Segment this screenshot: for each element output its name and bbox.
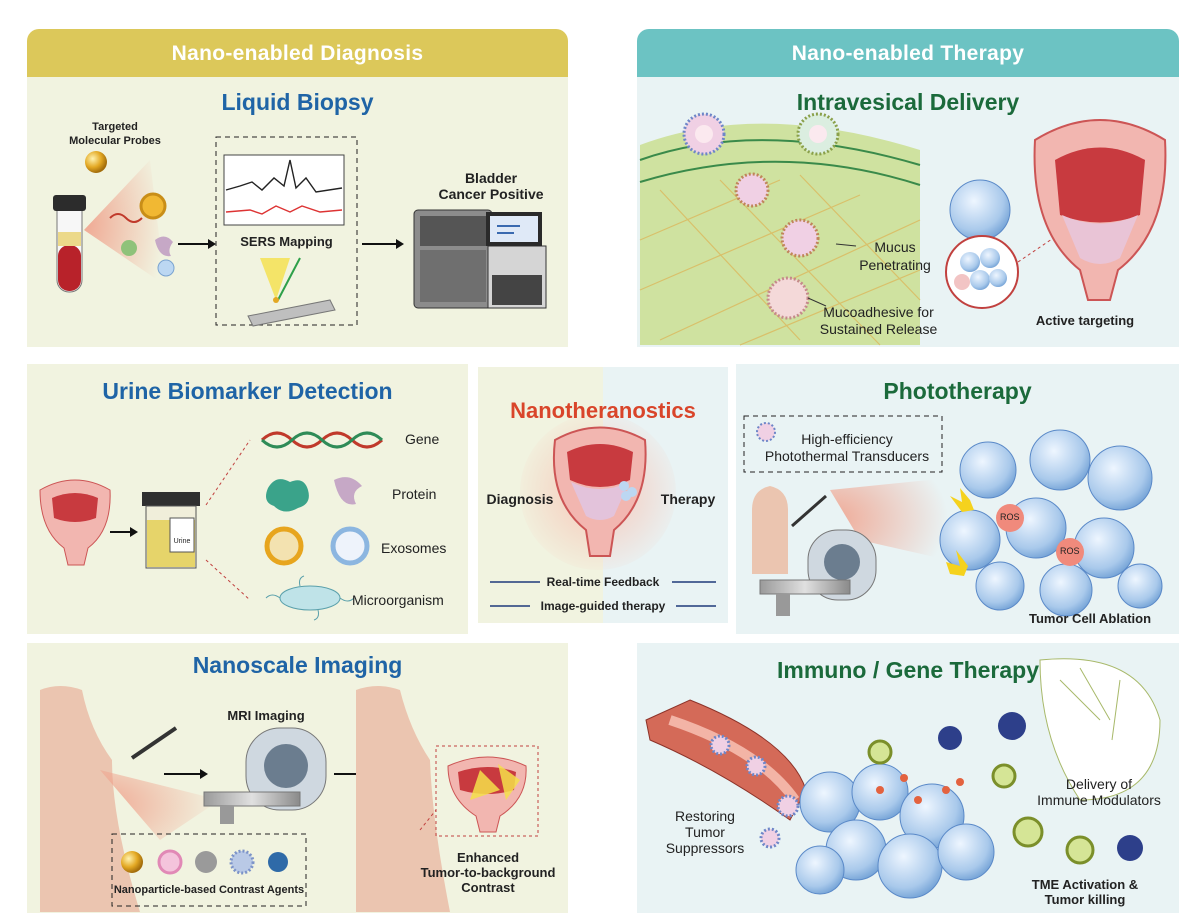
urine-cup — [142, 492, 200, 569]
urine-cup-label: Urine — [173, 538, 191, 545]
microorganism-icon — [265, 575, 355, 621]
guided-label: Image-guided therapy — [540, 599, 666, 613]
nanoparticle-5 — [766, 276, 810, 320]
urine-item-microorganism: Microorganism — [352, 592, 444, 608]
sers-box — [215, 136, 358, 326]
restoring-label: Restoring Tumor Suppressors — [665, 808, 745, 856]
urine-title: Urine Biomarker Detection — [102, 378, 393, 404]
mri-label: MRI Imaging — [227, 708, 305, 723]
gold-probe-icon — [85, 151, 107, 173]
spectrum-line-1 — [225, 159, 343, 193]
ros-label-2: ROS — [1060, 546, 1080, 556]
mucus-layer — [640, 123, 920, 346]
therapy-label: Therapy — [660, 491, 716, 507]
cell-cluster — [954, 248, 1007, 290]
protein-probe-icon — [155, 236, 173, 257]
dna-helix-icon — [260, 431, 384, 449]
silica-nanoparticle-icon — [195, 851, 217, 873]
sers-label: SERS Mapping — [240, 234, 333, 249]
transducer-icon — [756, 422, 776, 442]
mri-machine-imaging — [203, 727, 327, 824]
therapy-banner: Nano-enabled Therapy — [791, 42, 1025, 65]
diagnosis-banner: Nano-enabled Diagnosis — [171, 42, 424, 65]
ros-label-1: ROS — [1000, 512, 1020, 522]
nanotheranostics-title: Nanotheranostics — [510, 398, 696, 423]
targeting-nanoparticle — [949, 179, 1011, 241]
nanoparticles-vessel — [709, 734, 800, 849]
patient-body-2 — [356, 686, 450, 912]
result-label: Bladder Cancer Positive — [438, 170, 544, 202]
polymer-nanoparticle-icon — [229, 849, 255, 875]
probe-beam — [84, 160, 165, 285]
bladder-imaging — [447, 756, 527, 833]
mucus-label: Mucus Penetrating — [859, 239, 931, 273]
probes-label: Targeted Molecular Probes — [69, 121, 161, 147]
protein-icon-2 — [334, 477, 362, 505]
patient-body-1 — [40, 686, 140, 912]
phototherapy-title: Phototherapy — [883, 378, 1032, 404]
urine-item-protein: Protein — [392, 486, 437, 502]
bladder-illustration-large — [1033, 119, 1167, 301]
patient-torso — [752, 486, 788, 574]
diagnosis-label: Diagnosis — [486, 491, 554, 507]
nanoparticle-3 — [734, 172, 770, 208]
gold-nanoparticle-icon — [121, 851, 143, 873]
agents-label: Nanoparticle-based Contrast Agents — [113, 884, 305, 896]
blood-tube — [53, 195, 86, 293]
cytokines — [876, 774, 964, 804]
liposome-icon — [157, 849, 183, 875]
tumor-cells-immuno — [795, 763, 995, 899]
dna-probe-icon — [109, 213, 143, 223]
sers-substrate — [247, 299, 336, 327]
urine-item-exosomes: Exosomes — [381, 540, 447, 556]
injection-glow — [100, 770, 220, 840]
protein-icon — [266, 479, 309, 512]
syringe-imaging — [130, 726, 178, 760]
tumor-cells-photo — [939, 429, 1163, 617]
liquid-biopsy-title: Liquid Biopsy — [221, 89, 374, 115]
targeting-label: Active targeting — [1035, 313, 1135, 328]
sers-spectrum-frame — [223, 154, 345, 226]
mucoadhesive-label: Mucoadhesive for Sustained Release — [819, 304, 938, 337]
mri-machine-photo — [759, 529, 877, 616]
contrast-agents-box — [111, 833, 307, 907]
cell-probe-icon — [121, 240, 137, 256]
contrast-label: Enhanced Tumor-to-background Contrast — [420, 850, 556, 895]
magnetic-nanoparticle-icon — [268, 852, 288, 872]
feedback-label: Real-time Feedback — [546, 575, 660, 589]
analyzer-machine — [413, 209, 547, 309]
imaging-title: Nanoscale Imaging — [192, 652, 403, 678]
exosome-icon — [264, 526, 304, 566]
spectrum-line-2 — [225, 205, 343, 215]
lymph-node — [1039, 658, 1161, 801]
exosome-probe-icon — [139, 192, 167, 220]
immuno-title: Immuno / Gene Therapy — [777, 657, 1039, 683]
nanoparticle-4 — [780, 218, 820, 258]
contrast-zoom-box — [435, 745, 539, 837]
tme-label: TME Activation & Tumor killing — [1031, 877, 1139, 907]
ablation-label: Tumor Cell Ablation — [1028, 611, 1152, 626]
intravesical-title: Intravesical Delivery — [796, 89, 1020, 115]
therapy-banner-bg — [637, 29, 1179, 77]
bladder-small-urine — [39, 479, 111, 566]
urine-item-gene: Gene — [405, 431, 440, 447]
heat-burst — [946, 488, 1084, 576]
diagnosis-banner-bg — [27, 29, 568, 77]
vesicle-probe-icon — [157, 259, 175, 277]
bladder-center — [552, 426, 647, 557]
nanoparticle-2 — [796, 112, 840, 156]
nanoparticle-1 — [682, 112, 726, 156]
transducer-box — [743, 415, 943, 473]
transducers-label: High-efficiency Photothermal Transducers — [764, 431, 930, 464]
immune-cells — [867, 712, 1143, 865]
light-beam — [830, 478, 948, 560]
syringe-photo — [791, 494, 827, 528]
exosome-icon-2 — [330, 526, 370, 566]
delivery-label: Delivery of Immune Modulators — [1037, 776, 1161, 808]
